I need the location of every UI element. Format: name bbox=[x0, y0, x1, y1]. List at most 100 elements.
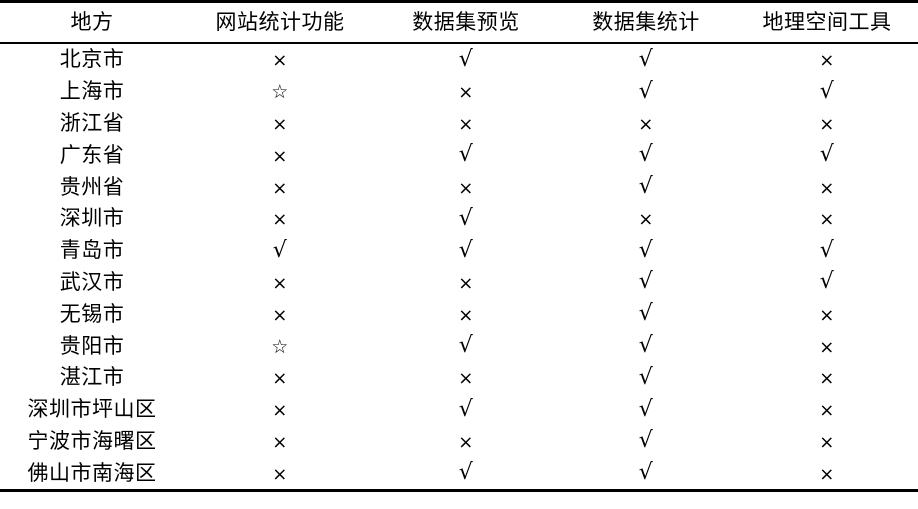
cell-geo-tools: × bbox=[736, 203, 918, 235]
column-header-geo-tools: 地理空间工具 bbox=[736, 0, 918, 44]
cell-dataset-preview: √ bbox=[376, 457, 556, 493]
cell-dataset-stats: √ bbox=[556, 298, 736, 330]
table-row: 武汉市 × × √ √ bbox=[0, 267, 918, 299]
cell-dataset-stats: √ bbox=[556, 394, 736, 426]
cross-icon: × bbox=[458, 304, 474, 326]
cell-website-stats: × bbox=[184, 267, 376, 299]
table-row: 北京市 × √ √ × bbox=[0, 43, 918, 76]
cell-dataset-preview: × bbox=[376, 171, 556, 203]
check-icon: √ bbox=[819, 78, 835, 104]
check-icon: √ bbox=[458, 142, 474, 168]
check-icon: √ bbox=[819, 237, 835, 263]
cell-place: 上海市 bbox=[59, 79, 125, 104]
cell-place: 深圳市 bbox=[59, 206, 125, 231]
star-icon: ☆ bbox=[271, 335, 289, 358]
cross-icon: × bbox=[819, 431, 835, 453]
cell-geo-tools: √ bbox=[736, 267, 918, 299]
column-header-dataset-preview: 数据集预览 bbox=[376, 0, 556, 44]
check-icon: √ bbox=[638, 174, 654, 200]
column-header-place: 地方 bbox=[0, 0, 184, 44]
cross-icon: × bbox=[638, 113, 654, 135]
cross-icon: × bbox=[272, 145, 288, 167]
check-icon: √ bbox=[638, 460, 654, 486]
cell-dataset-preview: × bbox=[376, 267, 556, 299]
cross-icon: × bbox=[458, 177, 474, 199]
cross-icon: × bbox=[272, 209, 288, 231]
cross-icon: × bbox=[458, 368, 474, 390]
check-icon: √ bbox=[458, 46, 474, 72]
cell-place: 浙江省 bbox=[59, 110, 125, 135]
check-icon: √ bbox=[638, 428, 654, 454]
cross-icon: × bbox=[819, 400, 835, 422]
check-icon: √ bbox=[638, 364, 654, 390]
check-icon: √ bbox=[638, 396, 654, 422]
check-icon: √ bbox=[458, 333, 474, 359]
cross-icon: × bbox=[272, 463, 288, 485]
cell-dataset-preview: √ bbox=[376, 203, 556, 235]
cell-place: 深圳市坪山区 bbox=[27, 397, 157, 422]
table-head: 地方 网站统计功能 数据集预览 数据集统计 地理空间工具 bbox=[0, 0, 918, 44]
cross-icon: × bbox=[819, 463, 835, 485]
cell-geo-tools: × bbox=[736, 171, 918, 203]
check-icon: √ bbox=[638, 46, 654, 72]
cross-icon: × bbox=[272, 400, 288, 422]
cross-icon: × bbox=[458, 272, 474, 294]
cell-place: 宁波市海曙区 bbox=[27, 428, 157, 453]
table-row: 深圳市坪山区 × √ √ × bbox=[0, 394, 918, 426]
cell-dataset-stats: √ bbox=[556, 171, 736, 203]
cross-icon: × bbox=[272, 50, 288, 72]
cell-geo-tools: × bbox=[736, 426, 918, 458]
check-icon: √ bbox=[638, 237, 654, 263]
cell-website-stats: × bbox=[184, 298, 376, 330]
table-row: 深圳市 × √ × × bbox=[0, 203, 918, 235]
cell-dataset-preview: × bbox=[376, 76, 556, 108]
cross-icon: × bbox=[458, 82, 474, 104]
check-icon: √ bbox=[458, 237, 474, 263]
check-icon: √ bbox=[819, 142, 835, 168]
cross-icon: × bbox=[272, 368, 288, 390]
cell-dataset-preview: √ bbox=[376, 394, 556, 426]
cell-place: 武汉市 bbox=[59, 269, 125, 294]
star-icon: ☆ bbox=[271, 81, 289, 104]
cell-geo-tools: × bbox=[736, 362, 918, 394]
check-icon: √ bbox=[638, 301, 654, 327]
check-icon: √ bbox=[638, 142, 654, 168]
cell-dataset-preview: × bbox=[376, 426, 556, 458]
check-icon: √ bbox=[458, 205, 474, 231]
cell-dataset-stats: √ bbox=[556, 43, 736, 76]
cell-website-stats: × bbox=[184, 171, 376, 203]
check-icon: √ bbox=[638, 333, 654, 359]
cell-dataset-preview: √ bbox=[376, 235, 556, 267]
cell-dataset-stats: × bbox=[556, 203, 736, 235]
cell-geo-tools: × bbox=[736, 394, 918, 426]
cross-icon: × bbox=[819, 304, 835, 326]
cell-geo-tools: √ bbox=[736, 235, 918, 267]
header-row: 地方 网站统计功能 数据集预览 数据集统计 地理空间工具 bbox=[0, 0, 918, 44]
cell-place: 贵州省 bbox=[59, 174, 125, 199]
table-row: 宁波市海曙区××√× bbox=[0, 426, 918, 458]
check-icon: √ bbox=[638, 269, 654, 295]
check-icon: √ bbox=[638, 78, 654, 104]
cell-dataset-stats: √ bbox=[556, 139, 736, 171]
cell-place: 北京市 bbox=[59, 47, 125, 72]
table-body: 北京市×√√×上海市☆×√√浙江省××××广东省×√√√贵州省××√×深圳市×√… bbox=[0, 43, 918, 493]
cell-place: 佛山市南海区 bbox=[0, 457, 184, 493]
cross-icon: × bbox=[458, 113, 474, 135]
cell-website-stats: ☆ bbox=[184, 330, 376, 362]
cell-geo-tools: × bbox=[736, 298, 918, 330]
check-icon: √ bbox=[272, 237, 288, 263]
cross-icon: × bbox=[272, 272, 288, 294]
cross-icon: × bbox=[272, 177, 288, 199]
cell-dataset-stats: √ bbox=[556, 267, 736, 299]
cross-icon: × bbox=[272, 113, 288, 135]
table-row: 贵州省 × × √ × bbox=[0, 171, 918, 203]
cross-icon: × bbox=[819, 113, 835, 135]
cell-geo-tools: × bbox=[736, 108, 918, 140]
cross-icon: × bbox=[819, 209, 835, 231]
cell-geo-tools: √ bbox=[736, 76, 918, 108]
cell-dataset-stats: √ bbox=[556, 235, 736, 267]
cross-icon: × bbox=[638, 209, 654, 231]
cell-website-stats: × bbox=[184, 362, 376, 394]
cell-geo-tools: × bbox=[736, 43, 918, 76]
cell-website-stats: ☆ bbox=[184, 76, 376, 108]
